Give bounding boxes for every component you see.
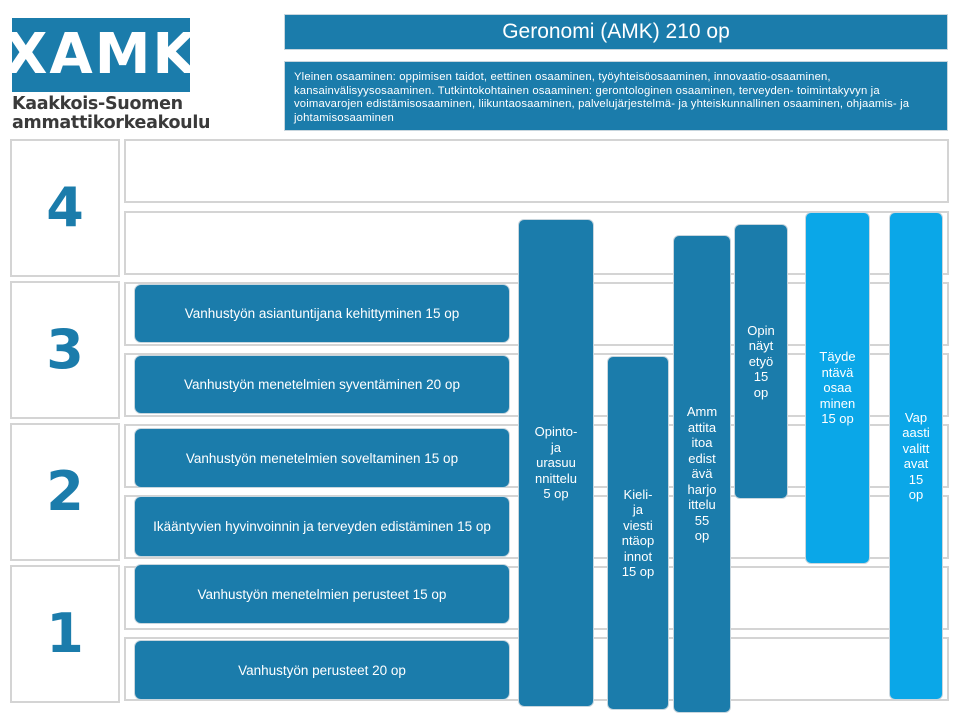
level-number: 3 [46,318,84,381]
level-box-1: 1 [10,565,120,703]
level-box-4: 4 [10,139,120,277]
study-column-practical-training: Amm attita itoa edist ävä harjo ittelu 5… [673,235,731,713]
level-number: 2 [46,460,84,523]
study-column-language-studies: Kieli- ja viesti ntäop innot 15 op [607,356,669,710]
course-block: Vanhustyön perusteet 20 op [134,640,510,700]
study-column-complementary-studies: Täyde ntävä osaa minen 15 op [805,212,870,564]
course-block: Vanhustyön menetelmien syventäminen 20 o… [134,355,510,414]
logo-subtitle-line1: Kaakkois-Suomen [12,94,183,114]
course-block: Vanhustyön menetelmien perusteet 15 op [134,564,510,624]
grid-row [124,139,949,203]
level-number: 1 [46,602,84,665]
course-block: Ikääntyvien hyvinvoinnin ja terveyden ed… [134,496,510,557]
degree-title: Geronomi (AMK) 210 op [284,14,948,50]
logo-mark-background [12,18,190,92]
study-column-elective-studies: Vap aasti valitt avat 15 op [889,212,943,700]
competence-description: Yleinen osaaminen: oppimisen taidot, eet… [284,61,948,131]
logo-subtitle-line2: ammattikorkeakoulu [12,113,211,133]
course-block: Vanhustyön menetelmien soveltaminen 15 o… [134,428,510,488]
level-box-2: 2 [10,423,120,561]
study-column-career-planning: Opinto- ja urasuu nnittelu 5 op [518,219,594,707]
logo-subtitle: Kaakkois-Suomen ammattikorkeakoulu [12,95,212,133]
course-block: Vanhustyön asiantuntijana kehittyminen 1… [134,284,510,343]
level-box-3: 3 [10,281,120,419]
study-column-thesis: Opin näyt etyö 15 op [734,224,788,499]
xamk-logo: XAMK [4,22,198,87]
level-number: 4 [46,176,84,239]
